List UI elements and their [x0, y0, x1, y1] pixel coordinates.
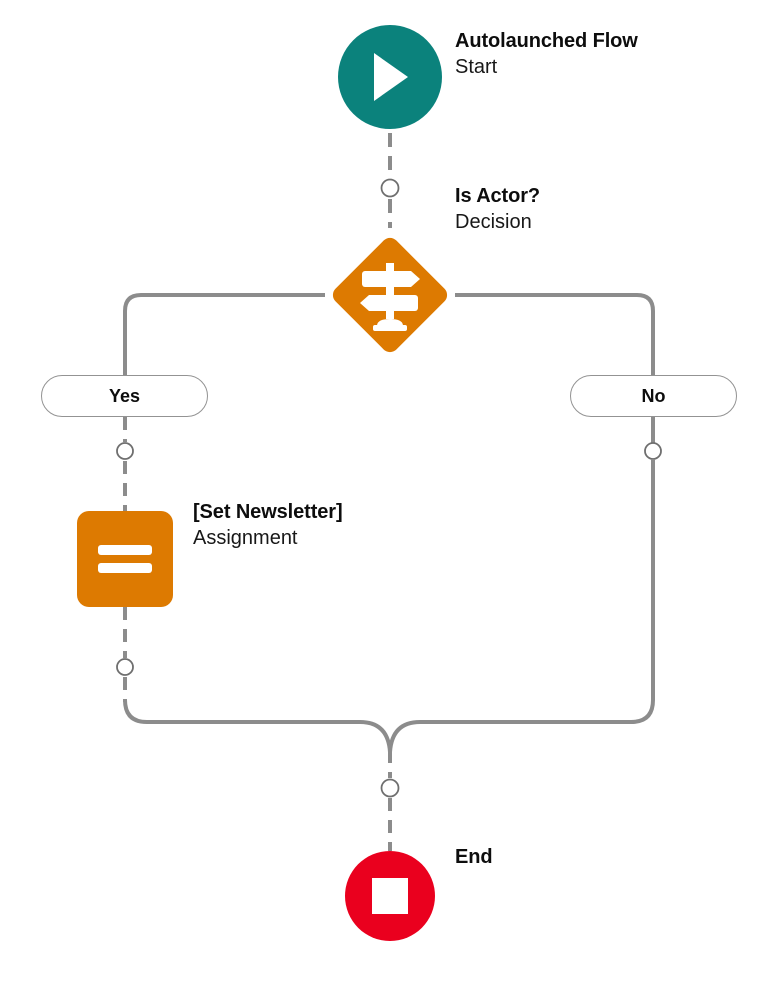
decision-node-title: Is Actor? — [455, 185, 541, 207]
assignment-node-title: [Set Newsletter] — [193, 501, 343, 523]
start-node-label: Autolaunched Flow Start — [455, 29, 638, 80]
assignment-node-subtitle: Assignment — [193, 526, 298, 549]
branch-label-no: No — [641, 385, 666, 406]
assignment-node-label: [Set Newsletter] Assignment — [193, 500, 343, 551]
decision-node[interactable] — [325, 230, 455, 360]
branch-label-yes: Yes — [108, 385, 141, 406]
connector-yes-to-assignment — [116, 417, 134, 511]
end-node-label: End — [455, 845, 493, 871]
start-node-title: Autolaunched Flow — [455, 30, 638, 52]
end-node-title: End — [455, 846, 493, 868]
connector-decision-to-no — [455, 293, 655, 375]
start-node-subtitle: Start — [455, 55, 498, 78]
stop-square-icon — [372, 878, 408, 914]
start-node[interactable] — [338, 25, 442, 129]
connector-merge-to-end — [380, 750, 400, 851]
equals-icon — [98, 543, 152, 575]
decision-node-subtitle: Decision — [455, 210, 532, 233]
connector-decision-to-yes — [123, 293, 325, 375]
signpost-icon — [360, 263, 420, 331]
play-icon — [366, 50, 414, 104]
branch-pill-no[interactable]: No — [570, 375, 737, 417]
connector-start-to-decision — [380, 133, 400, 228]
end-node[interactable] — [345, 851, 435, 941]
branch-pill-yes[interactable]: Yes — [41, 375, 208, 417]
decision-node-label: Is Actor? Decision — [455, 184, 540, 235]
assignment-node[interactable] — [77, 511, 173, 607]
connector-assignment-to-merge — [116, 607, 392, 753]
connector-no-to-merge — [388, 417, 662, 753]
